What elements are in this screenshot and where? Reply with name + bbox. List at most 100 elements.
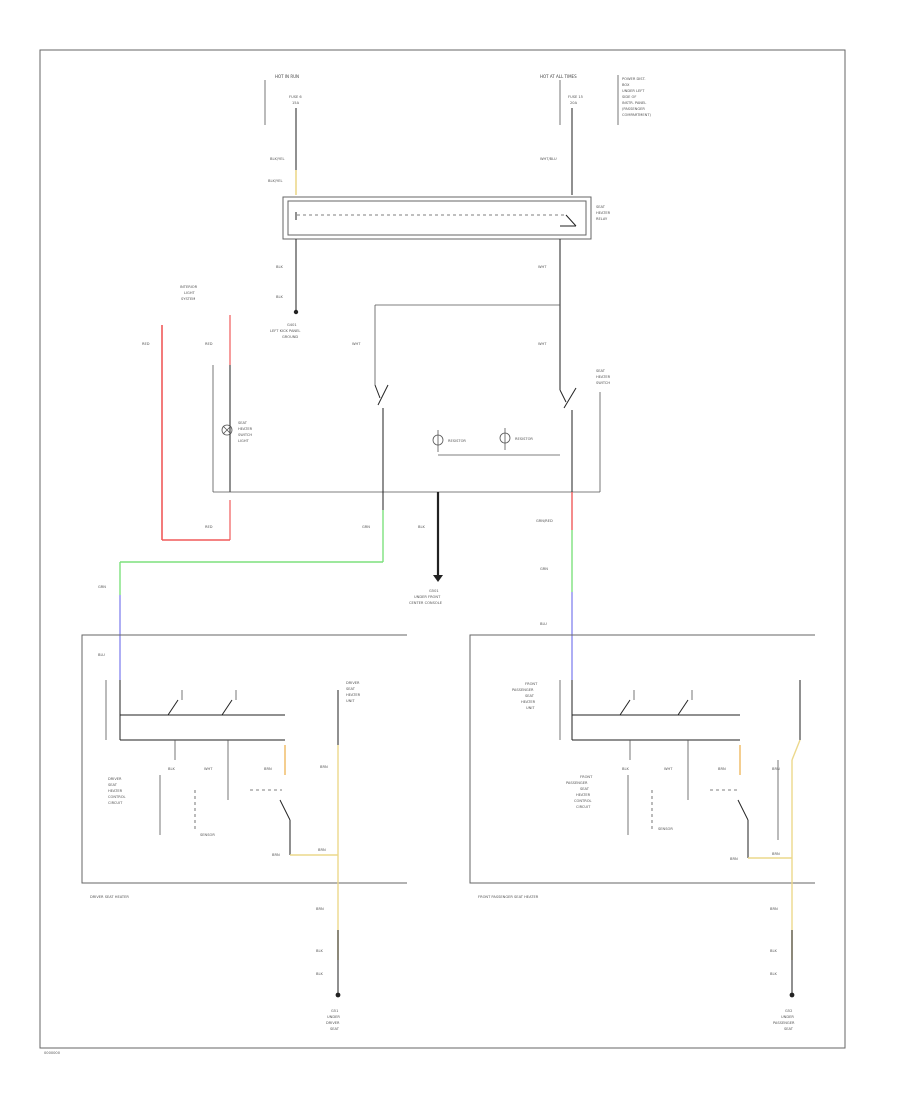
left-wires-2: WHT bbox=[204, 767, 213, 771]
right-module-3: SEAT bbox=[580, 787, 590, 791]
wire-left-top-1: BLK/YEL bbox=[270, 157, 285, 161]
right-ground-3: PASSENGER bbox=[773, 1021, 795, 1025]
interior-light-1: INTERIOR bbox=[180, 285, 198, 289]
fuse-right-note-3: UNDER LEFT bbox=[622, 89, 645, 93]
fuse-right-name: FUSE 15 bbox=[568, 95, 583, 99]
left-module-2: SEAT bbox=[108, 783, 118, 787]
left-bottom-1: BRN bbox=[316, 907, 324, 911]
seat-heater-switch-unit: SEAT HEATER SWITCH LIGHT SEAT HEATER SWI… bbox=[212, 365, 611, 493]
passenger-seat-heater-box: FRONT PASSENGER SEAT HEATER FRONT PASSEN… bbox=[469, 634, 815, 960]
wire-blk-2: BLK bbox=[276, 295, 283, 299]
passenger-seat-ground: BRN BLK BLK G52 UNDER PASSENGER SEAT bbox=[770, 907, 795, 1031]
wire-left-top-2: BLK/YEL bbox=[268, 179, 283, 183]
interior-light-label: INTERIOR LIGHT SYSTEM bbox=[180, 285, 198, 301]
wire-wht-1: WHT bbox=[538, 265, 547, 269]
relay-name-3: RELAY bbox=[596, 217, 608, 221]
wire-grn-left: GRN bbox=[98, 585, 106, 589]
right-wires-3: BRN bbox=[718, 767, 726, 771]
wire-wht-2: WHT bbox=[352, 342, 361, 346]
seat-heater-relay-2: HEATER bbox=[596, 375, 611, 379]
fuse-right-title: HOT AT ALL TIMES bbox=[540, 74, 577, 79]
left-unit-3: HEATER bbox=[346, 693, 361, 697]
left-sensor: SENSOR bbox=[200, 833, 215, 837]
left-ground-1: G51 bbox=[331, 1009, 338, 1013]
resistor-2: RESISTOR bbox=[515, 437, 533, 441]
fuse-left-group: HOT IN RUN FUSE 6 15A BLK/YEL BLK/YEL bbox=[264, 74, 302, 195]
green-red-wire-right: GRN/RED GRN BLU bbox=[536, 492, 573, 680]
right-wires-4: BRN bbox=[730, 857, 738, 861]
ground-left-wire: BLK BLK G401 LEFT KICK PANEL GROUND bbox=[270, 239, 300, 339]
seat-heater-relay-3: SWITCH bbox=[596, 381, 610, 385]
left-ground-4: SEAT bbox=[330, 1027, 340, 1031]
fuse-right-note-7: COMPARTMENT) bbox=[622, 113, 652, 117]
seat-heater-sw-4: LIGHT bbox=[238, 439, 250, 443]
wire-blk-1: BLK bbox=[276, 265, 283, 269]
right-note-3: SEAT bbox=[525, 694, 535, 698]
wire-right-top: WHT/BLU bbox=[540, 157, 557, 161]
left-unit-2: SEAT bbox=[346, 687, 356, 691]
fuse-right-group: HOT AT ALL TIMES FUSE 15 20A POWER DIST.… bbox=[540, 74, 652, 195]
left-unit-4: UNIT bbox=[346, 699, 355, 703]
right-ground-2: UNDER bbox=[781, 1015, 794, 1019]
seat-heater-relay-1: SEAT bbox=[596, 369, 606, 373]
right-box-title: FRONT PASSENGER SEAT HEATER bbox=[478, 895, 539, 899]
diagram-frame bbox=[39, 49, 846, 1049]
wire-red-3: RED bbox=[205, 525, 213, 529]
right-ground-4: SEAT bbox=[784, 1027, 794, 1031]
right-wires-2: WHT bbox=[664, 767, 673, 771]
right-ground-1: G52 bbox=[785, 1009, 792, 1013]
ground-center-2: UNDER FRONT bbox=[414, 595, 441, 599]
right-module-1: FRONT bbox=[580, 775, 593, 779]
fuse-left-amp: 15A bbox=[292, 101, 300, 105]
wire-grn-3: GRN bbox=[540, 567, 548, 571]
ground-left-1: G401 bbox=[287, 323, 297, 327]
resistor-1: RESISTOR bbox=[448, 439, 466, 443]
relay-name-1: SEAT bbox=[596, 205, 606, 209]
footer-code: 0000000 bbox=[44, 1051, 61, 1055]
left-box-title: DRIVER SEAT HEATER bbox=[90, 895, 129, 899]
right-note-1: FRONT bbox=[525, 682, 538, 686]
right-module-6: CIRCUIT bbox=[576, 805, 591, 809]
wire-red-2: RED bbox=[205, 342, 213, 346]
fuse-right-note-4: SIDE OF bbox=[622, 95, 636, 99]
interior-light-2: LIGHT bbox=[184, 291, 196, 295]
fuse-left-name: FUSE 6 bbox=[289, 95, 302, 99]
left-module-1: DRIVER bbox=[108, 777, 122, 781]
red-wires: RED RED RED bbox=[142, 315, 231, 541]
fuse-right-note-5: INSTR. PANEL bbox=[622, 101, 646, 105]
ground-center-1: G501 bbox=[429, 589, 439, 593]
wire-blk-4: BLK bbox=[418, 525, 425, 529]
right-wires-5: BRN bbox=[772, 852, 780, 856]
seat-heater-sw-3: SWITCH bbox=[238, 433, 252, 437]
left-module-4: CONTROL bbox=[108, 795, 126, 799]
right-bottom-1: BRN bbox=[770, 907, 778, 911]
left-wires-1: BLK bbox=[168, 767, 175, 771]
ground-center: BLK G501 UNDER FRONT CENTER CONSOLE bbox=[409, 492, 443, 605]
ground-left-3: GROUND bbox=[282, 335, 298, 339]
relay-output-wire: WHT WHT WHT bbox=[352, 239, 561, 390]
right-bottom-2: BLK bbox=[770, 949, 777, 953]
left-ground-3: DRIVER bbox=[326, 1021, 340, 1025]
wire-grn-red: GRN/RED bbox=[536, 519, 553, 523]
fuse-right-note-2: BOX bbox=[622, 83, 630, 87]
driver-seat-heater-box: DRIVER SEAT HEATER DRIVER SEAT HEATER CO… bbox=[81, 634, 407, 960]
left-blu: BLU bbox=[98, 653, 105, 657]
fuse-right-note-1: POWER DIST. bbox=[622, 77, 646, 81]
driver-seat-ground: BRN BLK BLK G51 UNDER DRIVER SEAT bbox=[316, 907, 341, 1031]
left-wires-4: BRN bbox=[272, 853, 280, 857]
seat-heater-sw-2: HEATER bbox=[238, 427, 253, 431]
left-bottom-2: BLK bbox=[316, 949, 323, 953]
interior-light-3: SYSTEM bbox=[181, 297, 195, 301]
left-bottom-3: BLK bbox=[316, 972, 323, 976]
wire-blu-1: BLU bbox=[540, 622, 547, 626]
left-ground-2: UNDER bbox=[327, 1015, 340, 1019]
ground-center-3: CENTER CONSOLE bbox=[409, 601, 443, 605]
right-sensor: SENSOR bbox=[658, 827, 673, 831]
right-module-5: CONTROL bbox=[574, 799, 592, 803]
fuse-right-note-6: (PASSENGER bbox=[622, 107, 645, 111]
left-brn-top: BRN bbox=[320, 765, 328, 769]
wire-grn: GRN bbox=[362, 525, 370, 529]
fuse-right-amp: 20A bbox=[570, 101, 578, 105]
wire-red-1: RED bbox=[142, 342, 150, 346]
